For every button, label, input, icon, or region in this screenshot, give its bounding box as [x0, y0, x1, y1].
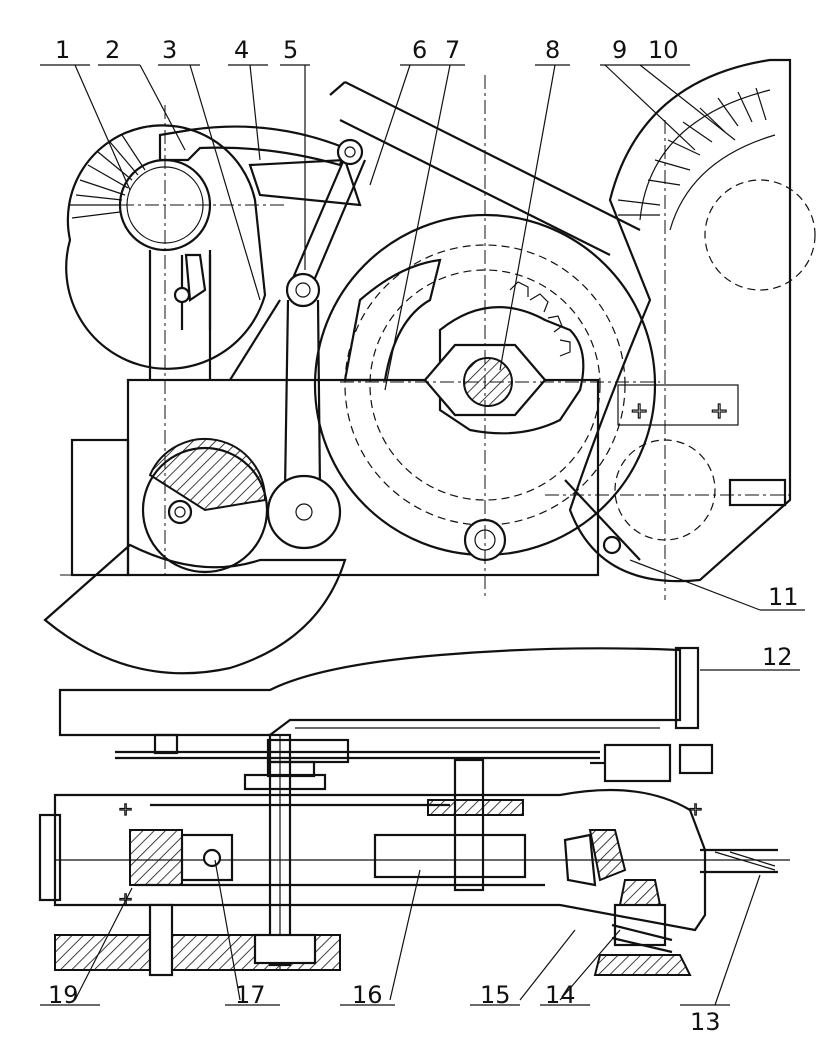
svg-text:+: +: [710, 399, 728, 424]
label-2: 2: [105, 36, 120, 64]
link-rods: [230, 140, 365, 490]
label-10: 10: [648, 36, 679, 64]
top-cover: [60, 648, 680, 735]
upper-leaders: [40, 65, 805, 610]
sector-blade: [45, 545, 345, 673]
label-13: 13: [690, 1008, 721, 1036]
label-11: 11: [768, 583, 799, 611]
label-19: 19: [48, 981, 79, 1009]
label-17: 17: [235, 981, 266, 1009]
label-16: 16: [352, 981, 383, 1009]
worm-coupling: [130, 830, 182, 885]
label-1: 1: [55, 36, 70, 64]
label-4: 4: [234, 36, 249, 64]
label-12: 12: [762, 643, 793, 671]
label-15: 15: [480, 981, 511, 1009]
label-6: 6: [412, 36, 427, 64]
svg-text:+: +: [688, 799, 703, 820]
gear-sector: [45, 439, 360, 673]
label-5: 5: [283, 36, 298, 64]
label-7: 7: [445, 36, 460, 64]
upper-view: + +: [40, 60, 815, 673]
label-8: 8: [545, 36, 560, 64]
large-cam-disc: [315, 75, 660, 600]
cam-roller: [268, 476, 340, 548]
label-9: 9: [612, 36, 627, 64]
svg-text:+: +: [118, 799, 133, 820]
label-14: 14: [545, 981, 576, 1009]
svg-text:+: +: [630, 399, 648, 424]
label-3: 3: [162, 36, 177, 64]
lower-view: + + +: [40, 648, 800, 1005]
main-shaft: [375, 835, 525, 877]
